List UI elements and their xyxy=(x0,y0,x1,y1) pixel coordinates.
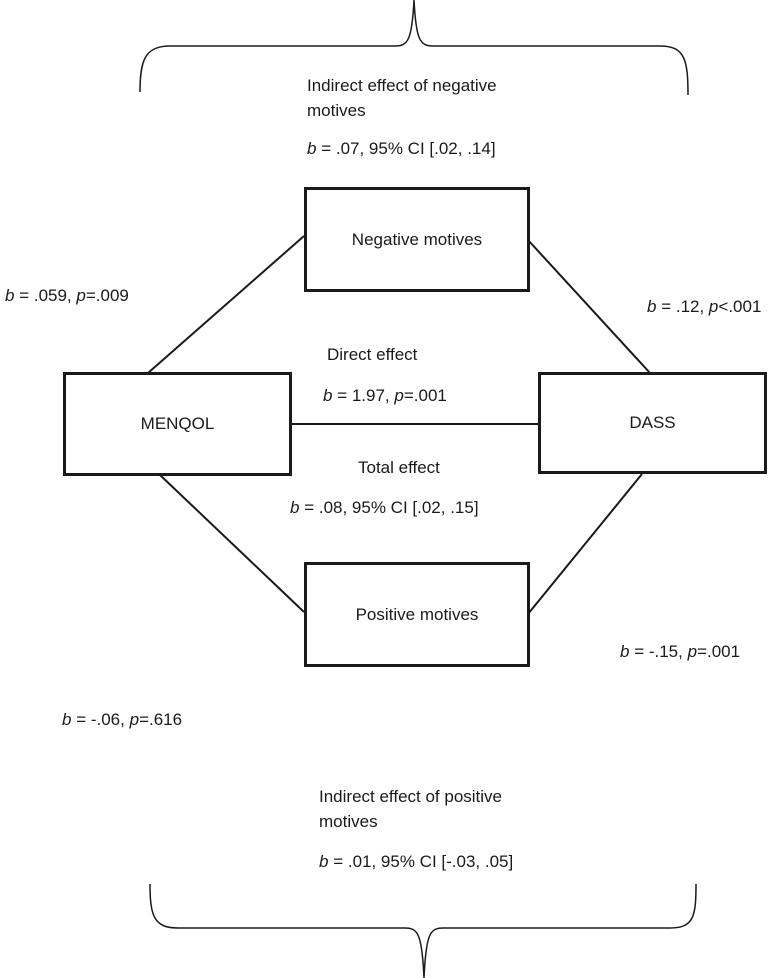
p-value: =.001 xyxy=(697,642,741,661)
b-value: = 1.97, xyxy=(332,386,395,405)
stat-value: = .07, 95% CI [.02, .14] xyxy=(316,139,496,158)
indirect-negative-line2: motives xyxy=(307,100,366,120)
node-positive-motives: Positive motives xyxy=(304,562,530,667)
indirect-positive-stat: b = .01, 95% CI [-.03, .05] xyxy=(319,850,513,875)
stat-b-symbol: b xyxy=(319,852,329,871)
indirect-positive-line1: Indirect effect of positive xyxy=(319,787,503,806)
indirect-negative-title: Indirect effect of negative motives xyxy=(307,74,497,123)
direct-effect-stat: b = 1.97, p=.001 xyxy=(323,384,447,409)
indirect-positive-line2: motives xyxy=(319,811,378,831)
b-value: = .059, xyxy=(14,286,77,305)
indirect-negative-stat: b = .07, 95% CI [.02, .14] xyxy=(307,137,496,162)
p-value: <.001 xyxy=(718,297,762,316)
total-effect-title: Total effect xyxy=(358,458,440,477)
path-menqol-negative xyxy=(147,235,305,374)
b-symbol: b xyxy=(323,386,333,405)
stat-b-symbol: b xyxy=(307,139,317,158)
b-symbol: b xyxy=(290,498,300,517)
path-label-menqol-negative: b = .059, p=.009 xyxy=(5,284,129,309)
indirect-negative-line1: Indirect effect of negative xyxy=(307,76,497,95)
b-symbol: b xyxy=(620,642,630,661)
b-symbol: b xyxy=(647,297,657,316)
node-positive-label: Positive motives xyxy=(355,604,479,624)
b-symbol: b xyxy=(5,286,15,305)
path-label-negative-dass: b = .12, p<.001 xyxy=(647,295,761,320)
node-dass-label: DASS xyxy=(629,413,676,432)
p-symbol: p xyxy=(708,297,719,316)
stat-value: = .01, 95% CI [-.03, .05] xyxy=(328,852,514,871)
b-value: = .12, xyxy=(656,297,709,316)
b-symbol: b xyxy=(62,710,72,729)
path-negative-dass xyxy=(527,239,651,374)
top-brace xyxy=(139,0,689,96)
p-symbol: p xyxy=(76,286,86,305)
node-dass: DASS xyxy=(538,372,767,474)
bottom-brace xyxy=(149,883,697,978)
p-value: =.001 xyxy=(403,386,447,405)
path-label-positive-dass: b = -.15, p=.001 xyxy=(620,640,740,665)
path-positive-dass xyxy=(527,473,643,615)
p-symbol: p xyxy=(687,642,698,661)
p-symbol: p xyxy=(129,710,140,729)
b-value: = -.06, xyxy=(71,710,130,729)
p-value: =.616 xyxy=(139,710,183,729)
path-menqol-positive xyxy=(159,474,305,613)
p-symbol: p xyxy=(394,386,404,405)
b-value: = -.15, xyxy=(629,642,688,661)
total-effect-stat: b = .08, 95% CI [.02, .15] xyxy=(290,496,479,521)
p-value: =.009 xyxy=(85,286,129,305)
node-menqol: MENQOL xyxy=(63,372,292,476)
node-menqol-label: MENQOL xyxy=(140,414,215,433)
b-value: = .08, 95% CI [.02, .15] xyxy=(299,498,479,517)
indirect-positive-title: Indirect effect of positive motives xyxy=(319,785,502,834)
node-negative-label: Negative motives xyxy=(351,229,483,249)
path-label-menqol-positive: b = -.06, p=.616 xyxy=(62,708,182,733)
node-negative-motives: Negative motives xyxy=(304,187,530,292)
direct-effect-title: Direct effect xyxy=(327,345,418,364)
